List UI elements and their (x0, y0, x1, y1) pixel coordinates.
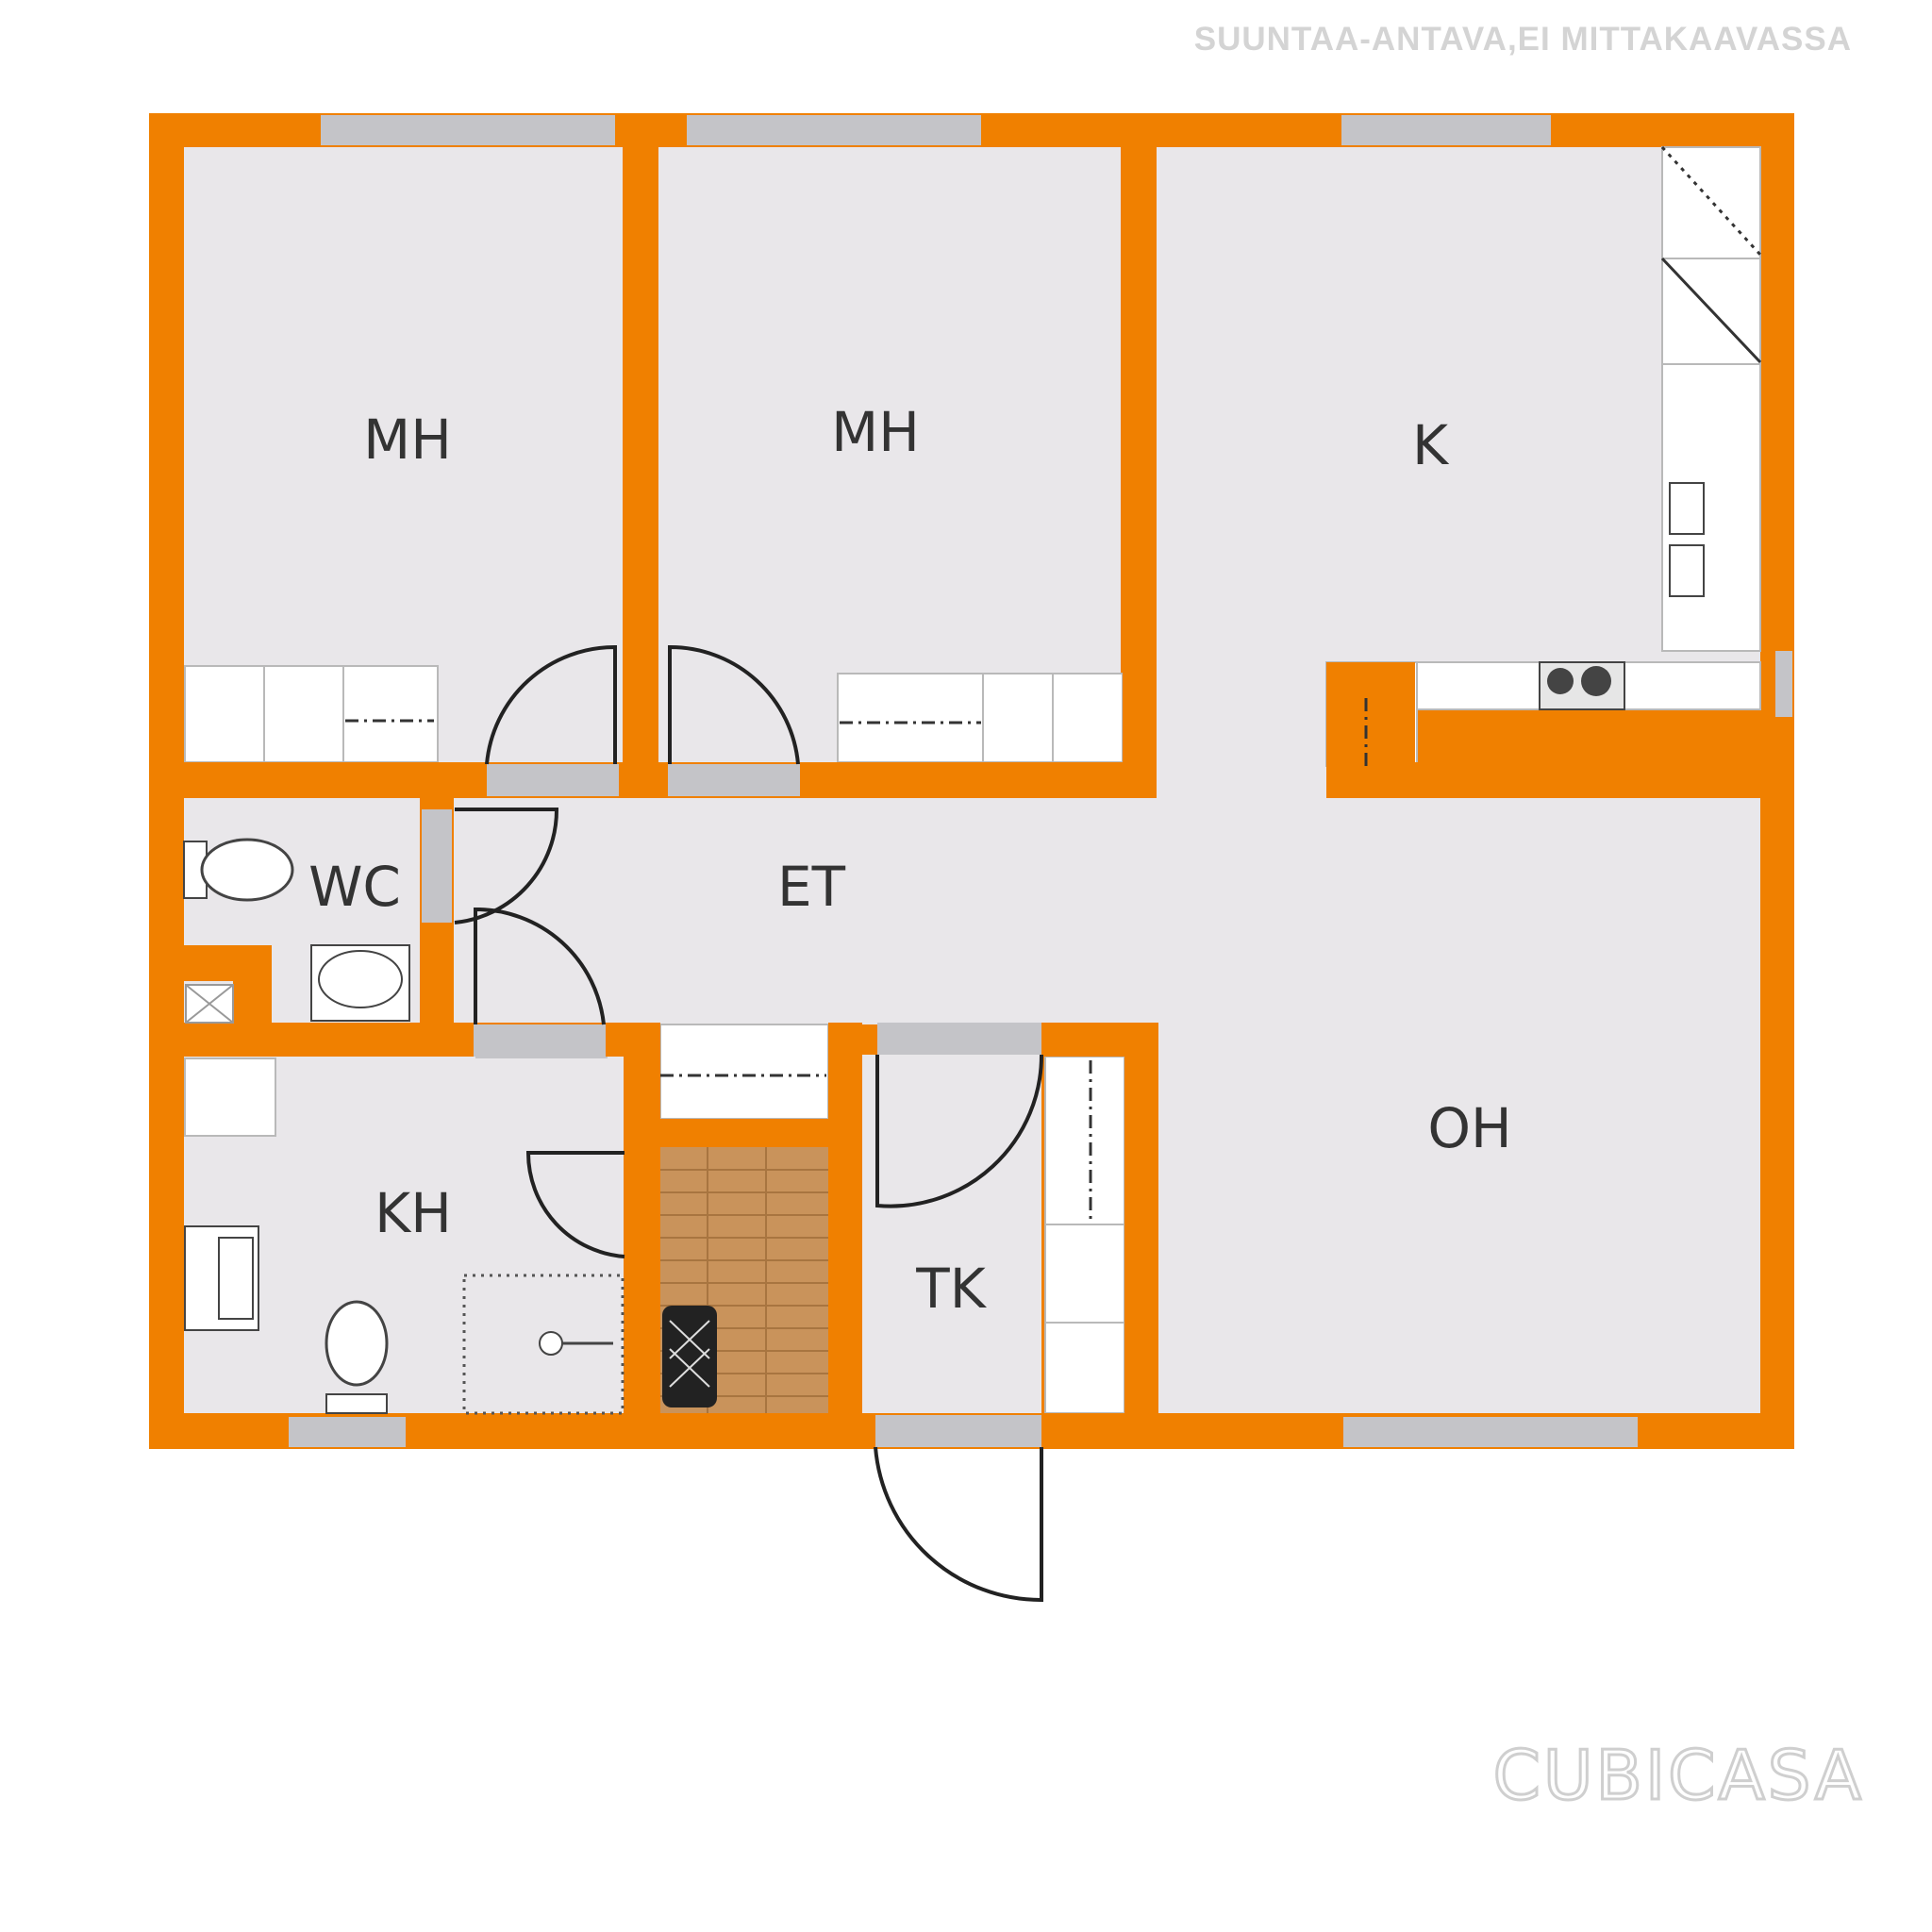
sink-icon (1669, 482, 1705, 535)
wardrobe-markers (345, 698, 1368, 1223)
doors (454, 644, 1044, 1603)
floor-living (1157, 798, 1760, 1413)
hall-closet (659, 1024, 829, 1120)
wardrobe-bedroom-1c (342, 665, 439, 763)
opening-window-bath (289, 1417, 406, 1447)
floor-bedroom-1 (184, 147, 623, 762)
window-bedroom-2 (687, 115, 981, 145)
floor-bedroom-2 (658, 147, 1121, 762)
room-label-bathroom: KH (375, 1181, 452, 1245)
door-bedroom-1 (485, 644, 617, 765)
kitchen-fridge (1661, 146, 1761, 259)
kitchen-details (1539, 145, 1762, 710)
room-label-kitchen: K (1412, 413, 1450, 477)
bathroom-fixtures (184, 1225, 625, 1415)
door-bedroom-2 (668, 644, 800, 765)
door-toilet (454, 808, 559, 924)
window-kitchen-side (1775, 651, 1792, 717)
room-label-utility: TK (915, 1257, 987, 1321)
opening-window-living (1343, 1417, 1638, 1447)
opening-bedroom-1 (487, 764, 619, 796)
wardrobe-bedroom-1a (184, 665, 265, 763)
room-label-bedroom-2: MH (831, 400, 920, 464)
window-bedroom-1 (321, 115, 615, 145)
window-kitchen (1341, 115, 1551, 145)
bath-toilet-tank-icon (325, 1393, 388, 1414)
wall-utility-top (1041, 1023, 1158, 1057)
wall-utility-right (1124, 1023, 1158, 1419)
room-label-living: OH (1427, 1096, 1511, 1160)
wall-sauna-left (624, 1023, 660, 1419)
wall-bedroom-bottom (149, 762, 1157, 798)
floor-utility (862, 1055, 1041, 1413)
shower-drain-icon (539, 1331, 563, 1356)
sauna-stove-pattern (669, 1320, 710, 1388)
wall-sauna-right (828, 1023, 862, 1419)
door-entrance (874, 1446, 1043, 1603)
wall-shaft-right (233, 945, 272, 1023)
floor-hallway-ext (443, 792, 1160, 1021)
freezer-diagonal (1660, 257, 1762, 364)
opening-bathroom (474, 1024, 606, 1057)
toilet-fixtures (183, 838, 410, 1024)
utility-shelf-1 (1044, 1056, 1125, 1225)
opening-utility (877, 1024, 1041, 1055)
room-label-bedroom-1: MH (363, 408, 452, 472)
wardrobe-bedroom-2b (982, 673, 1054, 763)
room-label-hallway: ET (777, 855, 846, 919)
shower-area (462, 1274, 625, 1415)
wardrobe-bedroom-1b (263, 665, 344, 763)
opening-bedroom-2 (668, 764, 800, 796)
wardrobe-bedroom-2a (837, 673, 984, 763)
wall-mh1-mh2 (623, 113, 658, 798)
wall-kitchen-bottom (1326, 762, 1794, 798)
room-floors (184, 147, 1760, 1413)
room-label-toilet: WC (308, 855, 401, 919)
bath-cabinet (184, 1058, 276, 1137)
sink-basin-icon (1669, 544, 1705, 597)
opening-toilet (422, 809, 452, 923)
stove-burner-icon (1581, 666, 1611, 696)
opening-entrance (875, 1415, 1041, 1447)
washbasin-bowl-icon (318, 950, 403, 1008)
door-bathroom (525, 1151, 625, 1258)
bath-toilet-icon (325, 1300, 389, 1387)
wardrobe-bedroom-2c (1052, 673, 1124, 763)
utility-shelf-2 (1044, 1224, 1125, 1324)
floor-kitchen (1157, 147, 1760, 661)
bath-washbasin-bowl-icon (218, 1237, 254, 1320)
wall-sauna-top (624, 1119, 862, 1147)
cubicasa-logo: CUBICASA (1491, 1735, 1864, 1817)
stove-burner-icon (1547, 668, 1574, 694)
door-utility (875, 1054, 1044, 1208)
utility-shelf-3 (1044, 1322, 1125, 1414)
door-hall-bath (474, 907, 606, 1025)
wall-mh2-k (1123, 113, 1157, 798)
floor-living-upper (1157, 762, 1326, 819)
toilet-bowl-icon (200, 838, 294, 902)
disclaimer-text: SUUNTAA-ANTAVA,EI MITTAKAAVASSA (1193, 21, 1852, 58)
wall-openings (289, 764, 1638, 1447)
